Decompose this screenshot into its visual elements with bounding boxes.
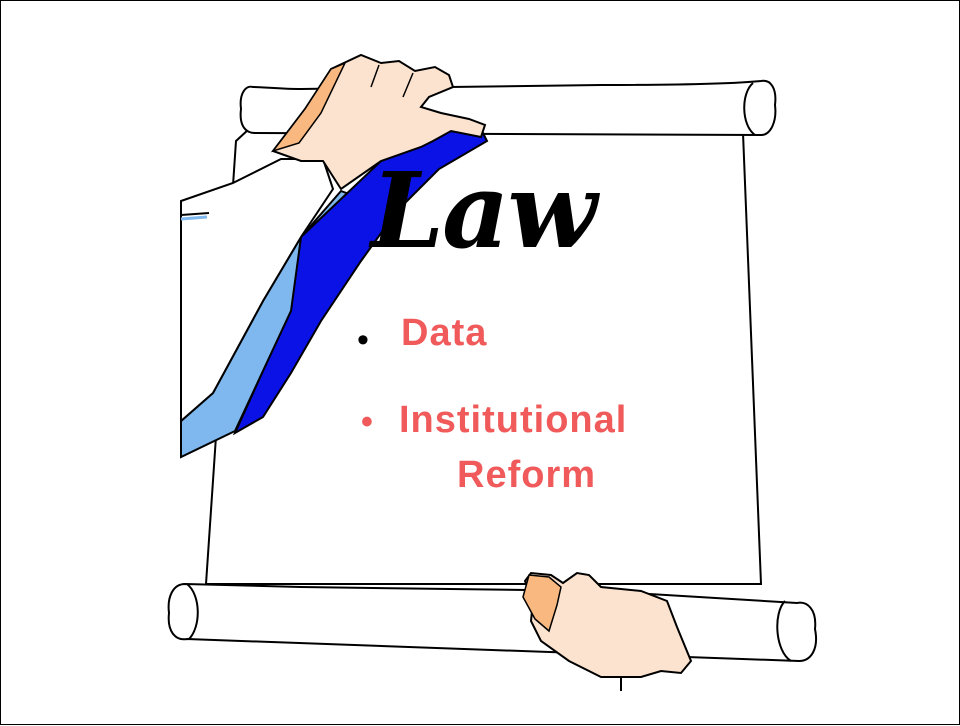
- hand-bottom-icon: [522, 571, 693, 691]
- bullet-item-reform: Reform: [457, 454, 597, 496]
- bullet-marker-1: •: [357, 321, 369, 359]
- bullet-item-data: Data: [401, 312, 488, 354]
- scroll-bottom-roller: [167, 582, 817, 663]
- slide-title: Law: [371, 149, 597, 272]
- bullet-marker-2: •: [361, 403, 373, 441]
- shirt-white: [180, 158, 335, 424]
- hand-top-icon: [270, 53, 487, 191]
- bullet-item-institutional: Institutional: [399, 399, 628, 441]
